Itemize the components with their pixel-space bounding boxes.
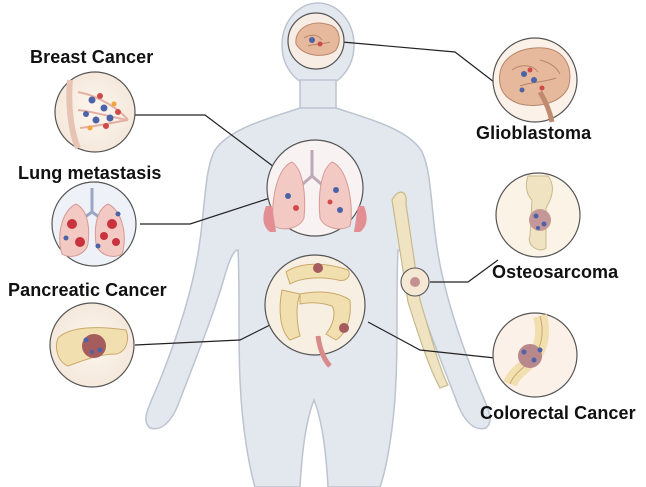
pancreatic-lens (50, 303, 134, 387)
pancreatic-cancer-label: Pancreatic Cancer (8, 280, 167, 301)
lung-metastasis-lens (52, 182, 136, 266)
breast-lens (55, 72, 135, 152)
colorectal-cancer-label: Colorectal Cancer (480, 403, 636, 424)
glioblastoma-lens (493, 38, 577, 122)
osteosarcoma-label: Osteosarcoma (492, 262, 618, 283)
colorectal-lens (493, 313, 577, 397)
human-body-silhouette (146, 3, 490, 487)
glioblastoma-label: Glioblastoma (476, 123, 591, 144)
breast-cancer-label: Breast Cancer (30, 47, 153, 68)
brain-lens (288, 13, 344, 69)
lung-metastasis-label: Lung metastasis (18, 163, 162, 184)
line-glioblastoma (342, 42, 494, 82)
osteosarcoma-lens (496, 173, 580, 257)
arm-lens (401, 268, 429, 296)
